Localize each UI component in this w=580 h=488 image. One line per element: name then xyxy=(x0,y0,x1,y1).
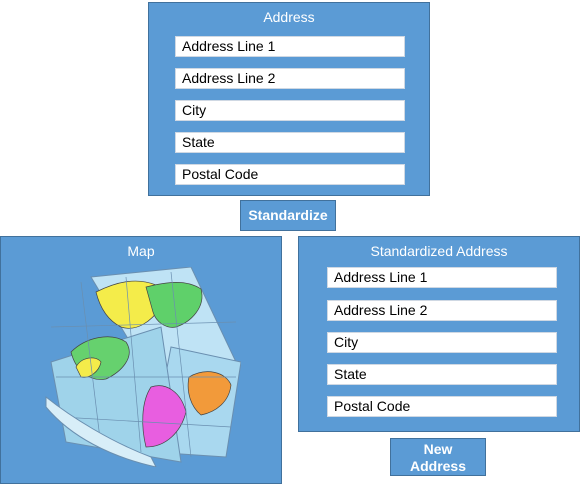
new-address-button[interactable]: New Address xyxy=(390,438,486,476)
std-address-line-1-field: Address Line 1 xyxy=(327,267,557,288)
address-panel: Address Address Line 1 Address Line 2 Ci… xyxy=(148,2,430,196)
address-panel-title: Address xyxy=(263,9,315,25)
std-state-field: State xyxy=(327,364,557,385)
map-panel-title: Map xyxy=(127,243,155,259)
city-input[interactable]: City xyxy=(175,100,405,121)
state-input[interactable]: State xyxy=(175,132,405,153)
std-postal-code-field: Postal Code xyxy=(327,396,557,417)
map-panel: Map xyxy=(0,236,282,484)
standardize-button[interactable]: Standardize xyxy=(240,200,336,231)
new-address-label-line2: Address xyxy=(409,458,467,474)
standardized-address-title: Standardized Address xyxy=(370,243,508,259)
postal-code-input[interactable]: Postal Code xyxy=(175,164,405,185)
std-city-field: City xyxy=(327,332,557,353)
address-line-1-input[interactable]: Address Line 1 xyxy=(175,36,405,57)
standardized-address-panel: Standardized Address Address Line 1 Addr… xyxy=(298,236,580,432)
new-address-label-line1: New xyxy=(423,441,453,457)
folded-map-icon xyxy=(45,267,241,467)
std-address-line-2-field: Address Line 2 xyxy=(327,300,557,321)
address-line-2-input[interactable]: Address Line 2 xyxy=(175,68,405,89)
